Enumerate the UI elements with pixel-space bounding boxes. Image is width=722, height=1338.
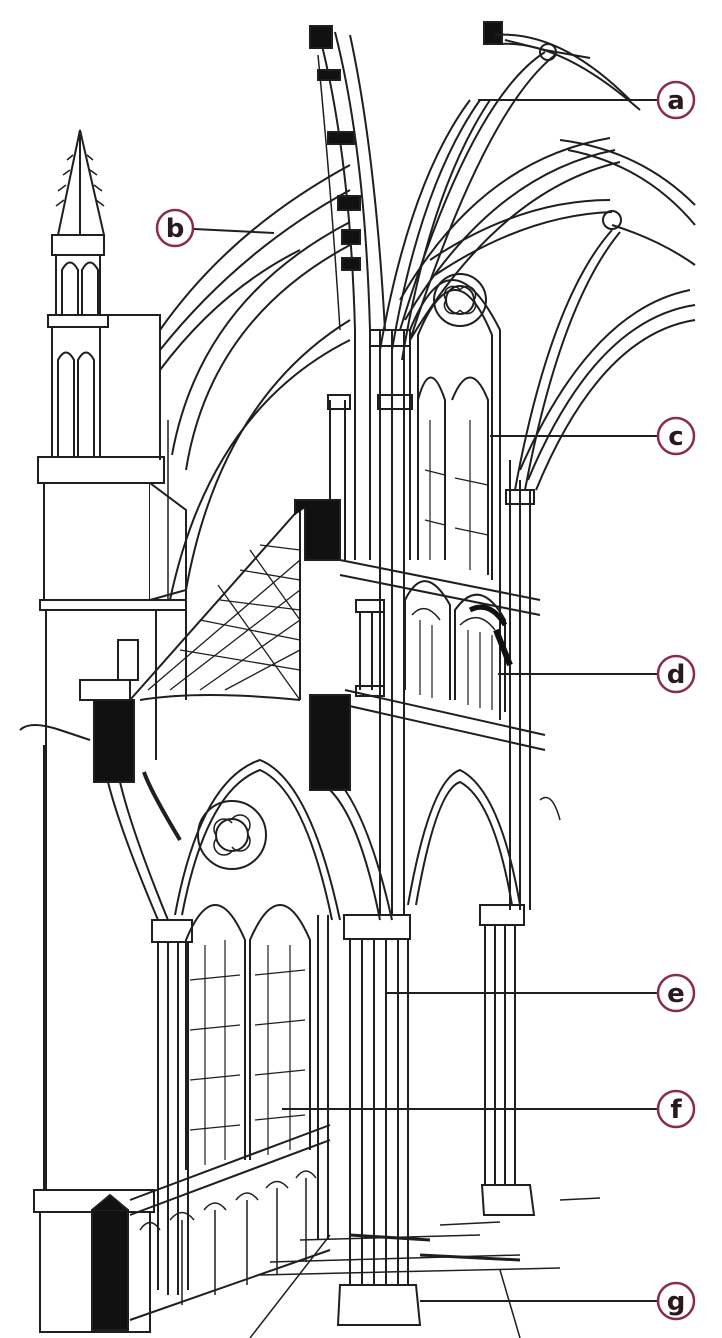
label-b: b [155,208,195,248]
blind-arcade [91,1124,331,1331]
buttress-pier [33,129,187,1333]
clerestory-window [409,273,535,910]
flying-buttresses [159,164,351,601]
leader-line-b [193,228,275,234]
upper-wall-pier [309,25,386,560]
label-g: g [656,1281,696,1321]
label-d: d [656,654,696,694]
label-b-text: b [166,214,185,244]
label-c-text: c [668,422,683,452]
leader-lines [193,99,657,1302]
aisle-roof [19,499,351,1190]
nave-piers [151,329,536,1326]
triforium-arcade [327,394,546,751]
main-arcade [107,758,561,1170]
label-e-text: e [667,979,685,1009]
label-f-text: f [670,1095,682,1125]
label-c: c [656,416,696,456]
nave-floor [249,1197,601,1338]
label-a: a [656,80,696,120]
label-a-text: a [667,86,685,116]
label-e: e [656,973,696,1013]
rib-vaults [379,21,696,491]
label-g-text: g [667,1287,686,1317]
label-f: f [656,1089,696,1129]
label-d-text: d [667,660,686,690]
